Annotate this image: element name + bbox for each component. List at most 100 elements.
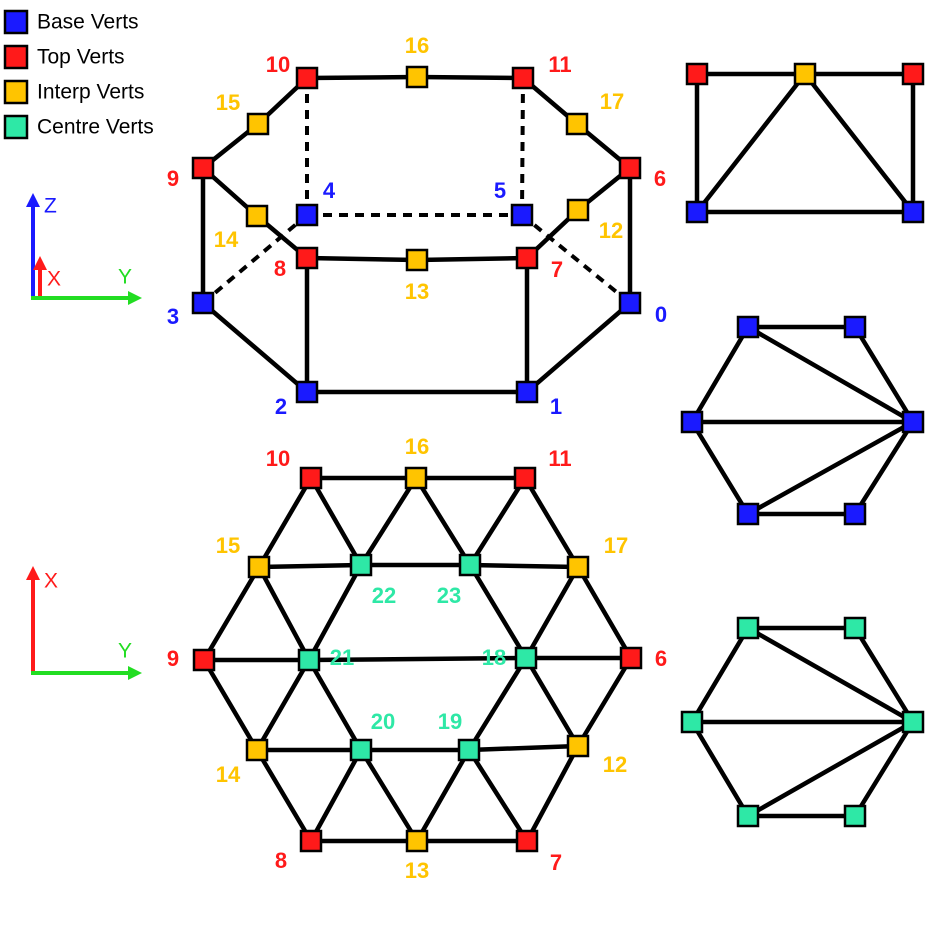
vertex-label-10: 10 (266, 446, 290, 471)
centre-hexagon-vertex-centre (843, 616, 867, 640)
vertex-interp-12 (566, 198, 590, 222)
vertex-label-11: 11 (548, 52, 571, 77)
vertex-label-2: 2 (275, 394, 287, 419)
top-view-edge (306, 562, 364, 663)
top-view-edge (308, 747, 364, 844)
vertex-label-21: 21 (330, 645, 354, 670)
top-view-edge (256, 475, 314, 570)
prism-edge (304, 74, 420, 81)
vertex-interp-13 (405, 248, 429, 272)
vertex-centre-20 (349, 738, 373, 762)
legend-swatch-top (3, 44, 29, 70)
vertex-label-19: 19 (438, 709, 462, 734)
vertex-label-12: 12 (599, 218, 623, 243)
top-view-edge (256, 562, 364, 570)
y-axis-label: Y (118, 266, 132, 289)
vertex-top-8 (299, 829, 323, 853)
base-hexagon-edge (745, 324, 916, 425)
vertex-interp-14 (245, 738, 269, 762)
vertex-top-10 (295, 66, 319, 90)
vertex-interp-13 (405, 829, 429, 853)
vertex-label-11: 11 (548, 446, 571, 471)
vertex-label-4: 4 (323, 178, 336, 203)
prism-edge (524, 300, 633, 395)
side-face-vertex-base (901, 200, 925, 224)
vertex-interp-12 (566, 734, 590, 758)
centre-hexagon-edge (745, 625, 916, 725)
prism-edge (414, 74, 526, 81)
vertex-centre-19 (457, 738, 481, 762)
vertex-label-3: 3 (167, 304, 179, 329)
top-view-edge (201, 564, 262, 663)
top-view-edge (306, 655, 529, 663)
vertex-top-10 (299, 466, 323, 490)
prism-edge (304, 255, 420, 263)
top-view-edge (575, 564, 634, 661)
top-view-edge (358, 747, 420, 844)
top-view-edge (308, 475, 364, 568)
legend-label-interp: Interp Verts (37, 81, 144, 104)
vertex-interp-17 (566, 555, 590, 579)
top-view-edge (467, 475, 528, 568)
x-axis-arrow (33, 256, 47, 270)
centre-hexagon-vertex-centre (680, 710, 704, 734)
x-axis-arrow (26, 566, 40, 580)
vertex-base-3 (191, 291, 215, 315)
vertex-label-17: 17 (604, 533, 628, 558)
top-view-edge (523, 564, 581, 661)
centre-hexagon-edge (689, 625, 751, 725)
vertex-top-7 (515, 246, 539, 270)
centre-hexagon-edge (852, 719, 916, 819)
vertex-top-11 (513, 466, 537, 490)
vertex-label-20: 20 (371, 709, 395, 734)
side-face-vertex-top (901, 62, 925, 86)
top-view-edge (201, 657, 260, 753)
top-view-edge (254, 657, 312, 753)
vertex-label-6: 6 (654, 166, 666, 191)
vertex-label-13: 13 (405, 279, 429, 304)
vertex-centre-21 (297, 648, 321, 672)
vertex-interp-15 (247, 555, 271, 579)
top-view-edge (467, 562, 581, 570)
top-view-edge (306, 657, 364, 753)
base-hexagon-edge (852, 419, 916, 517)
vertex-label-7: 7 (551, 257, 563, 282)
prism-hidden-edge (520, 77, 525, 216)
x-axis-label: X (47, 268, 61, 291)
vertex-base-0 (618, 291, 642, 315)
vertex-top-9 (191, 156, 215, 180)
base-hexagon-vertex-base (680, 410, 704, 434)
axes-bottom-xy: XY (26, 566, 142, 680)
base-hexagon-edge (852, 324, 916, 425)
top-view-edge (256, 564, 312, 663)
side-face-vertex-interp (793, 62, 817, 86)
vertex-top-8 (295, 246, 319, 270)
vertex-label-13: 13 (405, 858, 429, 883)
base-hexagon-edge (689, 324, 751, 425)
top-view-edge (522, 475, 581, 570)
top-view-edge (575, 655, 634, 749)
vertex-top-9 (192, 648, 216, 672)
base-hexagon-vertex-base (843, 315, 867, 339)
legend-swatch-base (3, 9, 29, 35)
vertex-label-15: 15 (216, 90, 240, 115)
vertex-label-16: 16 (405, 33, 429, 58)
vertex-base-4 (295, 203, 319, 227)
vertex-label-23: 23 (437, 583, 461, 608)
vertex-interp-17 (565, 112, 589, 136)
vertex-label-14: 14 (214, 227, 239, 252)
y-axis-label: Y (118, 640, 132, 663)
vertex-base-1 (515, 380, 539, 404)
legend-label-top: Top Verts (37, 46, 125, 69)
x-axis-label: X (44, 570, 58, 593)
side-face-triangulation (685, 62, 925, 224)
vertex-label-1: 1 (550, 394, 562, 419)
top-view-edge (254, 747, 314, 844)
side-face-vertex-top (685, 62, 709, 86)
vertex-label-8: 8 (274, 256, 286, 281)
base-hexagon-vertex-base (901, 410, 925, 434)
y-axis-arrow (128, 666, 142, 680)
